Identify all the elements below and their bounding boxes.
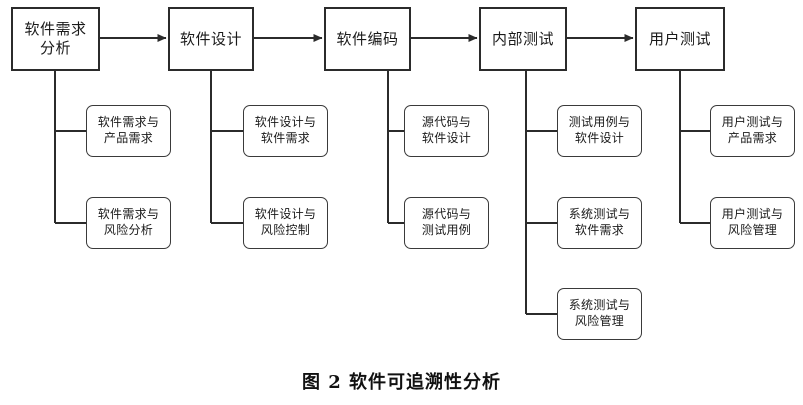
stage-label-software-coding: 软件编码: [336, 29, 399, 48]
stage-box-requirements-analysis: 软件需求 分析: [11, 7, 100, 71]
trace-label-req-vs-risk: 软件需求与 风险分析: [97, 207, 160, 237]
trace-box-design-vs-risk-control: 软件设计与 风险控制: [243, 197, 328, 249]
trace-box-testcase-vs-design: 测试用例与 软件设计: [557, 105, 642, 157]
trace-box-design-vs-req: 软件设计与 软件需求: [243, 105, 328, 157]
stage-label-software-design: 软件设计: [179, 29, 242, 48]
trace-label-design-vs-req: 软件设计与 软件需求: [254, 115, 317, 145]
trace-box-req-vs-risk: 软件需求与 风险分析: [86, 197, 171, 249]
trace-label-source-vs-design: 源代码与 软件设计: [421, 115, 472, 145]
stage-box-software-coding: 软件编码: [324, 7, 411, 71]
trace-label-source-vs-testcase: 源代码与 测试用例: [421, 207, 472, 237]
stage-box-internal-test: 内部测试: [479, 7, 567, 71]
trace-box-req-vs-product: 软件需求与 产品需求: [86, 105, 171, 157]
trace-label-design-vs-risk-control: 软件设计与 风险控制: [254, 207, 317, 237]
trace-box-usertest-vs-risk: 用户测试与 风险管理: [710, 197, 795, 249]
trace-label-systest-vs-req: 系统测试与 软件需求: [568, 207, 631, 237]
trace-label-usertest-vs-risk: 用户测试与 风险管理: [721, 207, 784, 237]
trace-box-source-vs-design: 源代码与 软件设计: [404, 105, 489, 157]
trace-label-testcase-vs-design: 测试用例与 软件设计: [568, 115, 631, 145]
trace-box-usertest-vs-product: 用户测试与 产品需求: [710, 105, 795, 157]
trace-box-source-vs-testcase: 源代码与 测试用例: [404, 197, 489, 249]
stage-label-user-test: 用户测试: [648, 29, 711, 48]
trace-label-systest-vs-risk: 系统测试与 风险管理: [568, 298, 631, 328]
figure-caption: 图 2 软件可追溯性分析: [301, 372, 502, 393]
stage-box-user-test: 用户测试: [635, 7, 725, 71]
stage-label-requirements-analysis: 软件需求 分析: [24, 20, 87, 57]
trace-box-systest-vs-risk: 系统测试与 风险管理: [557, 288, 642, 340]
stage-box-software-design: 软件设计: [168, 7, 254, 71]
trace-box-systest-vs-req: 系统测试与 软件需求: [557, 197, 642, 249]
stage-label-internal-test: 内部测试: [491, 29, 554, 48]
trace-label-usertest-vs-product: 用户测试与 产品需求: [721, 115, 784, 145]
trace-label-req-vs-product: 软件需求与 产品需求: [97, 115, 160, 145]
